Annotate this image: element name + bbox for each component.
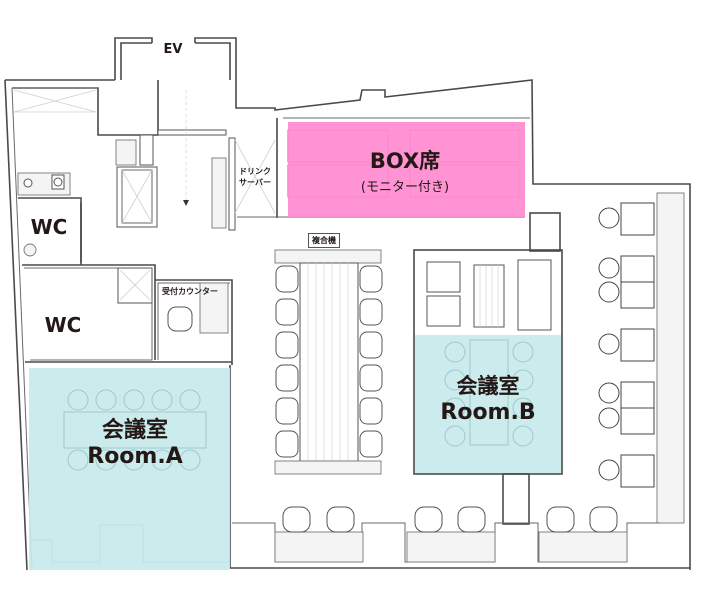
central-table	[274, 249, 383, 475]
reception-counter-label: 受付カウンター	[162, 287, 218, 296]
drink-server-line2: サーバー	[239, 178, 271, 187]
core-area	[12, 80, 276, 231]
drink-server-label: ドリンク サーバー	[234, 166, 276, 188]
box-seat-subtitle: (モニター付き)	[360, 180, 450, 195]
window-counter	[598, 192, 685, 524]
copier-label: 複合機	[308, 233, 340, 248]
outer-walls	[4, 37, 691, 571]
room-a-zone	[29, 368, 230, 570]
room-b-structure	[413, 212, 563, 525]
room-b-title: 会議室	[456, 374, 520, 398]
room-a-name: Room.A	[87, 444, 183, 469]
room-b-name: Room.B	[440, 400, 536, 425]
drink-server-line1: ドリンク	[239, 167, 271, 176]
wc-rooms	[18, 197, 156, 361]
reception-area	[25, 279, 233, 365]
box-seat-zone	[288, 122, 525, 217]
bottom-counters	[232, 506, 660, 563]
box-seat-title: BOX席	[369, 149, 441, 173]
elevator-label: EV	[163, 42, 183, 57]
room-a-title: 会議室	[101, 418, 168, 443]
wc-lower-label: WC	[44, 313, 82, 337]
wc-upper-label: WC	[30, 215, 68, 239]
